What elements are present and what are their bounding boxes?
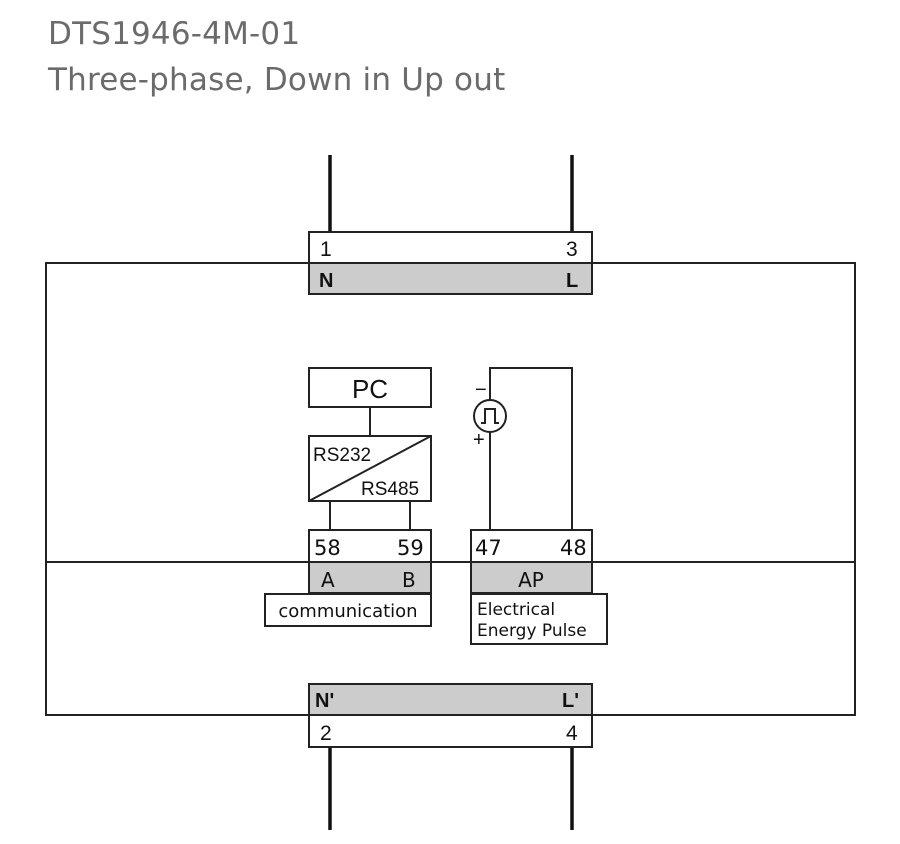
terminal-ap-label: AP (518, 568, 544, 592)
terminal-47-number: 47 (475, 536, 502, 560)
terminal-1-number: 1 (320, 238, 332, 261)
communication-caption-box: communication (264, 593, 432, 627)
terminal-b-label: B (402, 568, 416, 592)
top-terminal-block: 1 3 N L (308, 231, 593, 295)
communication-terminal: 58 59 A B (308, 529, 432, 594)
pulse-caption-line2: Energy Pulse (477, 621, 587, 641)
pulse-minus-sign: − (475, 379, 487, 401)
terminal-l-prime-label: L' (562, 690, 579, 712)
meter-body-outline (45, 262, 856, 716)
pulse-loop-wires (489, 367, 573, 530)
rs232-label: RS232 (313, 445, 371, 466)
pulse-source-icon: − + (473, 379, 507, 451)
pc-label: PC (352, 374, 388, 404)
pulse-output-terminal: 47 48 AP (470, 529, 593, 594)
rs485-label: RS485 (361, 479, 419, 500)
input-wires (328, 155, 574, 232)
bottom-terminal-block: N' L' 2 4 (308, 683, 593, 748)
pulse-plus-sign: + (473, 429, 485, 451)
terminal-a-label: A (321, 568, 335, 592)
terminal-59-number: 59 (397, 536, 424, 560)
pulse-caption-line1: Electrical (477, 600, 555, 620)
terminal-l-label: L (566, 270, 578, 292)
pulse-caption-box: Electrical Energy Pulse (470, 593, 608, 645)
terminal-3-number: 3 (566, 238, 578, 261)
terminal-2-number: 2 (320, 722, 332, 745)
terminal-n-label: N (319, 270, 333, 292)
pc-box: PC (308, 367, 432, 408)
terminal-4-number: 4 (566, 722, 578, 745)
converter-to-comm-wires (329, 501, 411, 530)
rs232-rs485-converter: RS232 RS485 (308, 435, 432, 502)
terminal-58-number: 58 (314, 536, 341, 560)
terminal-48-number: 48 (560, 536, 587, 560)
terminal-n-prime-label: N' (315, 690, 334, 712)
model-title: DTS1946-4M-01 (48, 16, 301, 52)
communication-caption: communication (278, 601, 417, 622)
wiring-subtitle: Three-phase, Down in Up out (48, 62, 506, 98)
output-wires (328, 747, 574, 830)
